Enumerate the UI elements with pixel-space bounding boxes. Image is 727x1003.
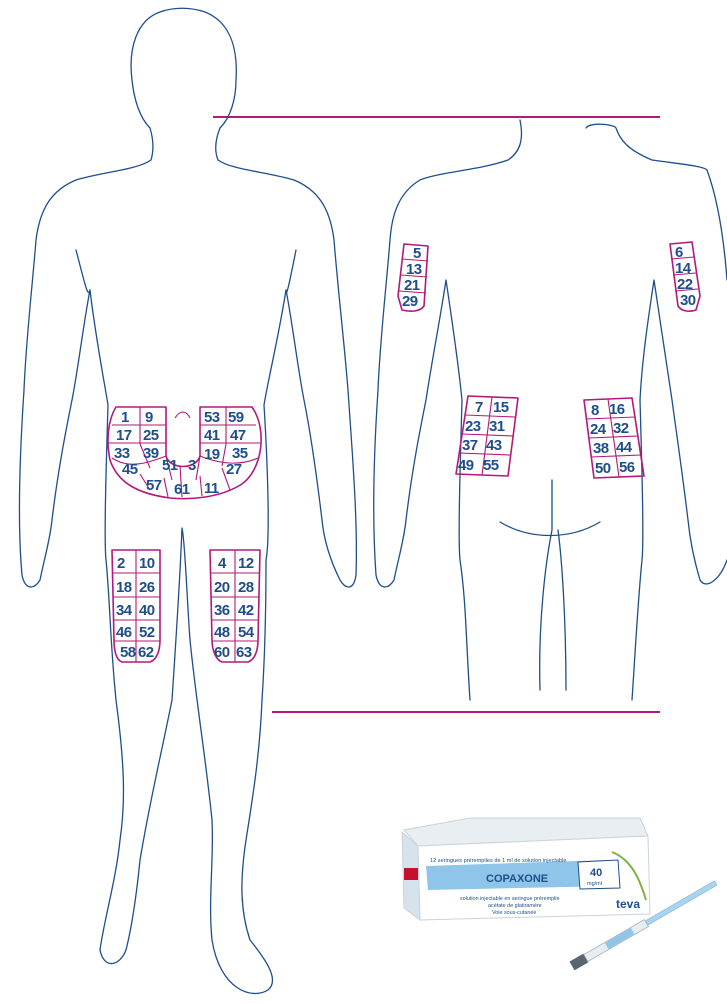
zone-number: 35 (232, 445, 248, 462)
zone-number: 58 (120, 644, 136, 661)
package-line-2: acétate de glatiramère (488, 903, 542, 909)
zone-number: 6 (675, 244, 683, 261)
front-right-arm-line (286, 250, 296, 293)
front-left-arm-line (76, 250, 90, 293)
zone-number: 2 (117, 555, 125, 572)
zone-number: 16 (609, 401, 625, 418)
package-brand: COPAXONE (486, 873, 548, 885)
back-right-side (632, 280, 727, 700)
zone-number: 22 (677, 276, 693, 293)
zone-number: 17 (116, 427, 132, 444)
zone-number: 28 (238, 579, 254, 596)
zone-number: 46 (116, 624, 132, 641)
zone-number: 24 (590, 421, 607, 438)
zone-number: 30 (680, 292, 696, 309)
zone-number: 21 (404, 277, 420, 294)
package-side-red-strip (404, 868, 418, 880)
zone-number: 10 (139, 555, 155, 572)
back-left-arm-zone-group: 5 13 21 29 (398, 244, 428, 311)
zone-number: 57 (146, 477, 162, 494)
zone-number: 44 (616, 439, 633, 456)
zone-number: 51 (162, 457, 178, 474)
zone-number: 45 (122, 461, 138, 478)
syringe-needle-cap (645, 881, 717, 925)
zone-number: 33 (114, 445, 130, 462)
abdomen-zone-group: 1 9 17 25 33 39 45 51 3 19 57 61 11 27 3… (108, 407, 261, 499)
zone-number: 5 (413, 245, 421, 262)
zone-number: 37 (462, 437, 478, 454)
back-body-outline (374, 120, 727, 700)
zone-number: 29 (402, 293, 418, 310)
zone-number: 26 (139, 579, 155, 596)
zone-number: 32 (613, 420, 629, 437)
zone-number: 13 (406, 261, 422, 278)
zone-number: 39 (143, 445, 159, 462)
zone-number: 31 (489, 418, 505, 435)
zone-number: 47 (230, 427, 246, 444)
back-leg-line-2 (558, 530, 566, 690)
package-maker-logo: teva (616, 897, 640, 911)
zone-number: 34 (116, 602, 133, 619)
zone-number: 1 (121, 409, 129, 426)
back-leg-line (540, 480, 552, 690)
zone-number: 42 (238, 602, 254, 619)
back-left-buttock-zone-group: 7 15 23 31 37 43 49 55 (456, 396, 518, 476)
navel-mark (175, 412, 190, 418)
zone-number: 3 (188, 457, 196, 474)
zone-number: 61 (174, 481, 190, 498)
syringe-label (605, 928, 634, 949)
copaxone-package: 12 seringues préremplies de 1 ml de solu… (402, 818, 650, 920)
zone-number: 20 (214, 579, 230, 596)
zone-number: 41 (204, 427, 220, 444)
zone-number: 56 (619, 459, 635, 476)
zone-number: 23 (465, 418, 481, 435)
package-line-3: Voie sous-cutanée (492, 910, 536, 916)
zone-number: 12 (238, 555, 254, 572)
zone-number: 7 (475, 399, 483, 416)
zone-number: 14 (675, 260, 692, 277)
zone-number: 36 (214, 602, 230, 619)
zone-number: 49 (458, 457, 474, 474)
zone-number: 8 (591, 402, 599, 419)
front-body-outline (19, 8, 356, 993)
zone-number: 48 (214, 624, 230, 641)
zone-number: 43 (486, 437, 502, 454)
right-thigh-zone-group: 4 12 20 28 36 42 48 54 60 63 (210, 550, 260, 662)
zone-number: 63 (236, 644, 252, 661)
zone-number: 59 (228, 409, 244, 426)
abdomen-divider (200, 476, 202, 496)
zone-number: 60 (214, 644, 230, 661)
zone-number: 15 (493, 399, 509, 416)
zone-number: 18 (116, 579, 132, 596)
zone-number: 40 (139, 602, 155, 619)
zone-number: 53 (204, 409, 220, 426)
zone-number: 50 (595, 460, 611, 477)
zone-number: 54 (238, 624, 255, 641)
zone-number: 38 (593, 440, 609, 457)
back-right-buttock-zone-group: 8 16 24 32 38 44 50 56 (584, 398, 644, 478)
back-glute-line (500, 522, 600, 536)
zone-number: 62 (138, 644, 154, 661)
package-dose-value: 40 (590, 867, 602, 879)
package-dose-unit: mg/ml (587, 881, 602, 887)
abdomen-divider (164, 478, 168, 497)
zone-number: 27 (226, 461, 242, 478)
zone-number: 4 (218, 555, 227, 572)
package-line-1: solution injectable en seringue prérempl… (460, 896, 560, 902)
zone-number: 19 (204, 446, 220, 463)
package-top-line: 12 seringues préremplies de 1 ml de solu… (430, 858, 567, 864)
zone-number: 9 (145, 409, 153, 426)
zone-number: 25 (143, 427, 159, 444)
zone-number: 55 (483, 457, 499, 474)
left-thigh-zone-group: 2 10 18 26 34 40 46 52 58 62 (112, 550, 160, 662)
back-right-arm-zone-group: 6 14 22 30 (670, 242, 700, 311)
zone-number: 52 (139, 624, 155, 641)
zone-number: 11 (204, 480, 219, 497)
